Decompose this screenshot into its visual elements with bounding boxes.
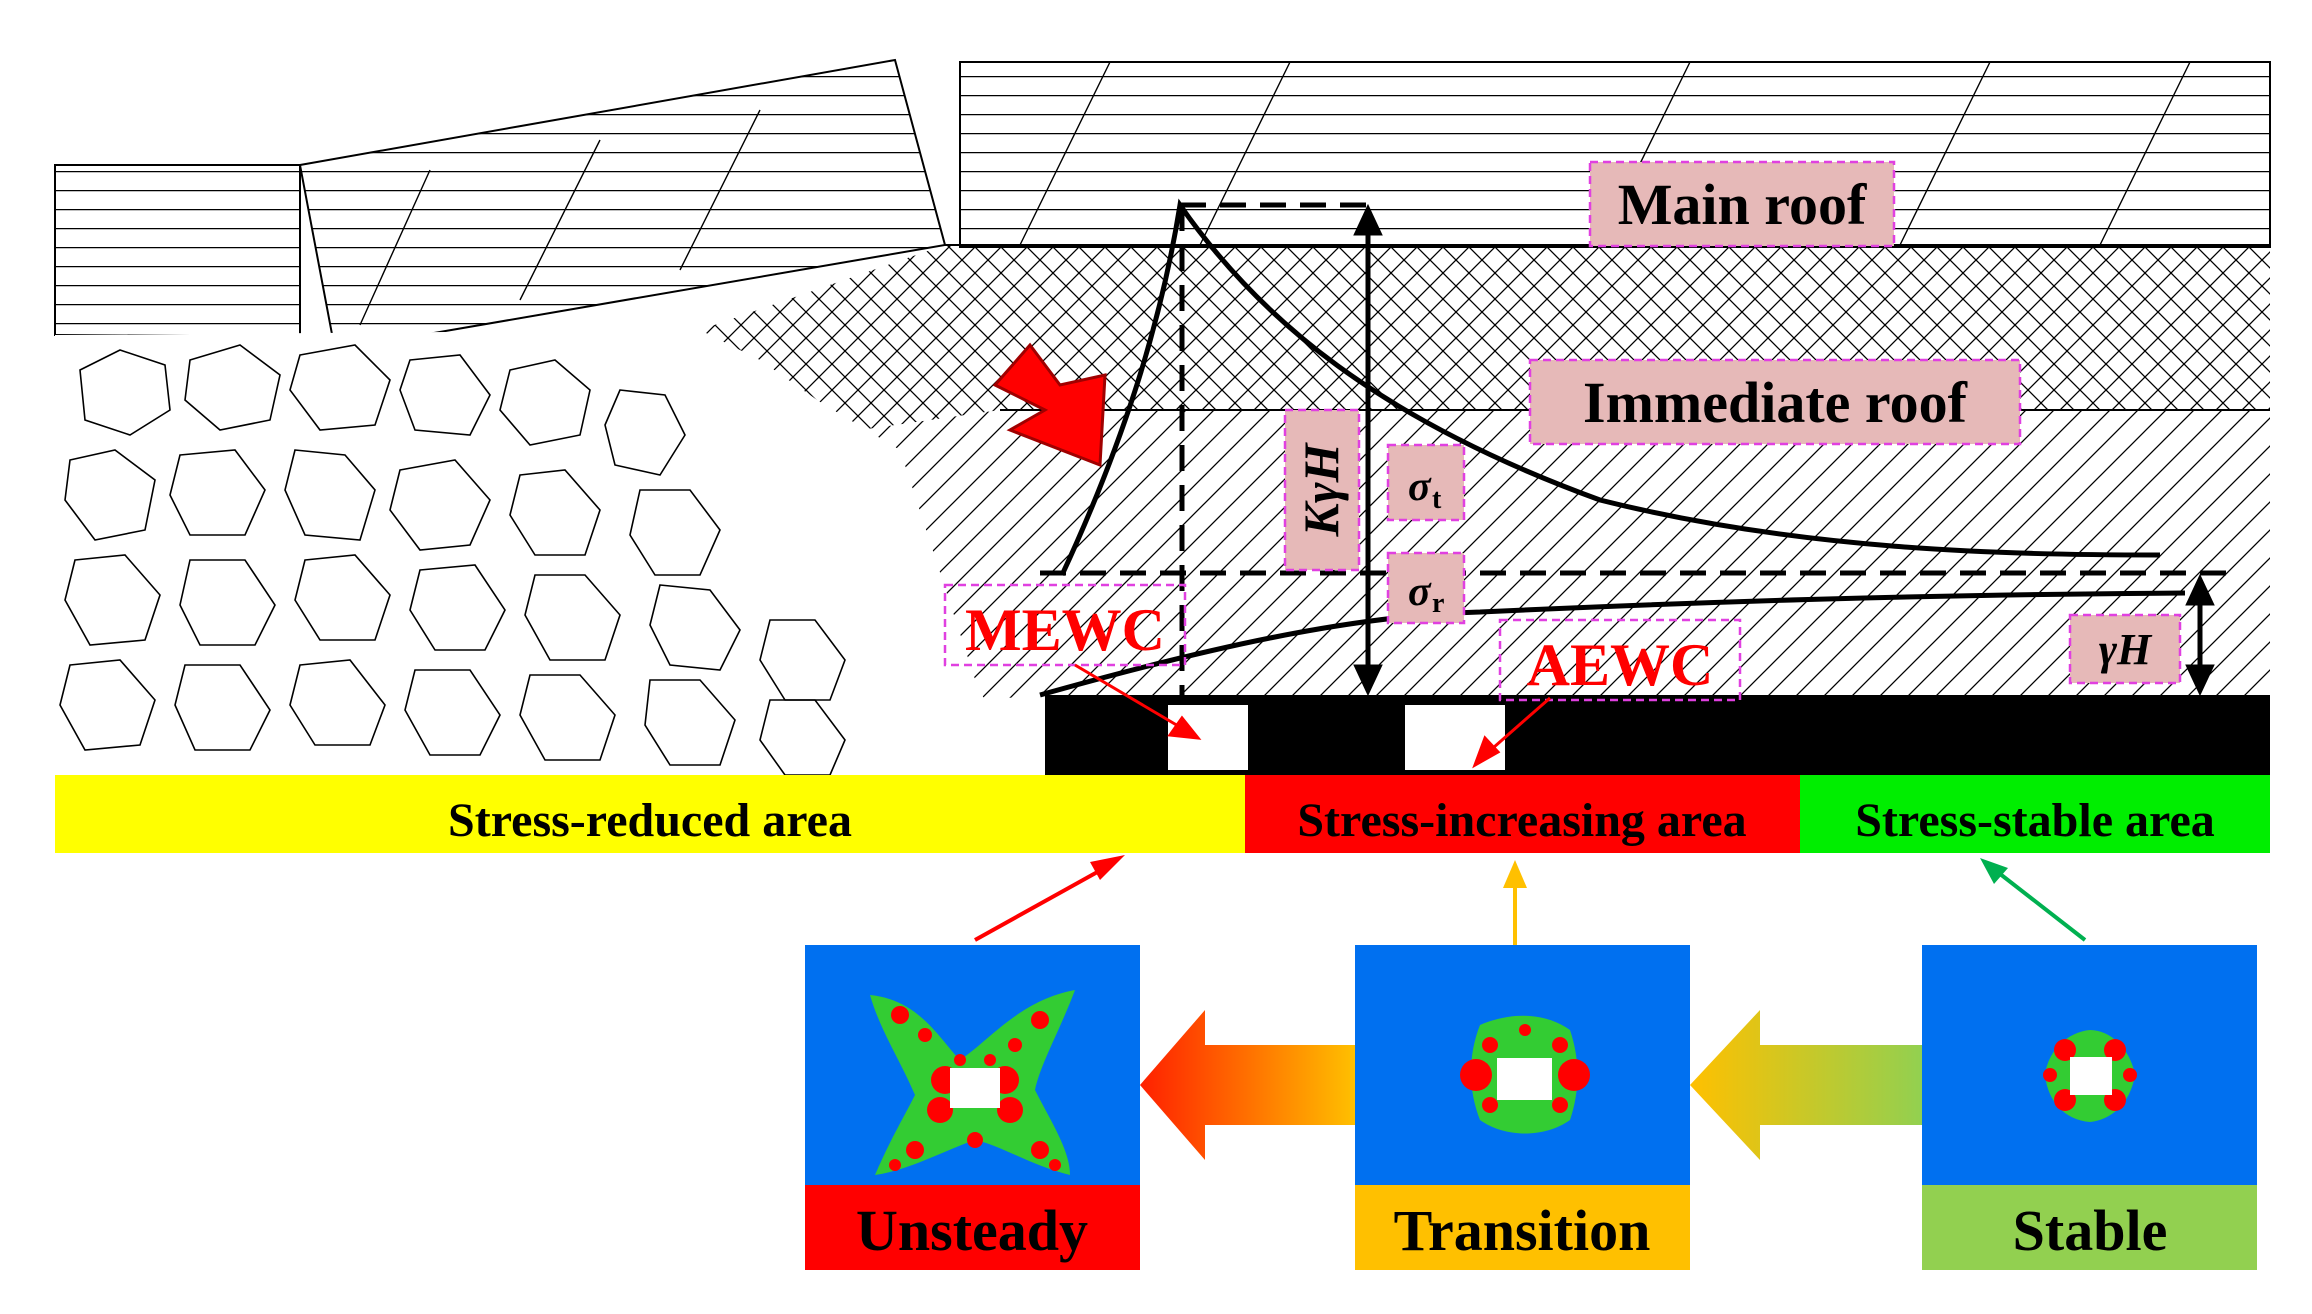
svg-text:MEWC: MEWC [965, 597, 1165, 663]
k-gamma-h-arrow [1353, 203, 1383, 697]
state-panel-stable: Stable [1922, 945, 2257, 1270]
area-stress-increasing [1245, 775, 1800, 853]
vertical-stress-curve [1059, 198, 2161, 577]
area-label-reduced: Stress-reduced area [448, 794, 852, 847]
immediate-roof-strata [700, 244, 2270, 430]
stress-curves [1039, 198, 2240, 698]
svg-text:σ: σ [1408, 569, 1432, 615]
gamma-h-label: γH [2068, 613, 2182, 685]
svg-text:σ: σ [1408, 464, 1432, 510]
stress-area-bar: Stress-reduced area Stress-increasing ar… [55, 775, 2270, 853]
svg-text:Main roof: Main roof [1618, 172, 1867, 237]
state-panel-unsteady: Unsteady [805, 945, 1140, 1270]
state-pointers [974, 855, 2087, 945]
main-roof-label: Main roof [1588, 160, 1896, 248]
aewc-roadway [1405, 705, 1505, 770]
k-gamma-h-label: KγH [1283, 408, 1361, 572]
transition-arrows [1140, 1010, 1922, 1160]
svg-text:γH: γH [2099, 625, 2153, 674]
svg-text:AEWC: AEWC [1527, 632, 1714, 698]
arrow-stable-to-transition [1690, 1010, 1922, 1160]
state-label-stable: Stable [2013, 1198, 2168, 1263]
gamma-h-arrow [2185, 573, 2215, 697]
state-label-transition: Transition [1394, 1198, 1651, 1263]
area-label-increasing: Stress-increasing area [1297, 794, 1746, 847]
area-stress-stable [1800, 775, 2270, 853]
svg-text:Immediate roof: Immediate roof [1583, 370, 1968, 435]
sigma-r-label: σ r [1386, 551, 1466, 625]
arrow-transition-to-unsteady [1140, 1010, 1355, 1160]
aewc-label: AEWC [1498, 618, 1742, 702]
area-label-stable: Stress-stable area [1855, 794, 2215, 847]
state-panel-transition: Transition [1355, 945, 1690, 1270]
sigma-t-label: σ t [1386, 443, 1466, 522]
state-label-unsteady: Unsteady [856, 1198, 1088, 1263]
immediate-roof-label: Immediate roof [1528, 358, 2022, 446]
coal-seam [1045, 695, 2270, 775]
roof-pressure-arrow [992, 342, 1107, 468]
mewc-label: MEWC [943, 583, 1187, 667]
svg-text:KγH: KγH [1293, 441, 1349, 537]
horizontal-stress-curve [1039, 590, 2186, 698]
lower-roof-strata [860, 410, 2270, 700]
svg-text:r: r [1432, 588, 1444, 619]
area-stress-reduced [55, 775, 1245, 853]
svg-text:t: t [1432, 484, 1442, 515]
roadway-pointers [1074, 663, 1551, 769]
